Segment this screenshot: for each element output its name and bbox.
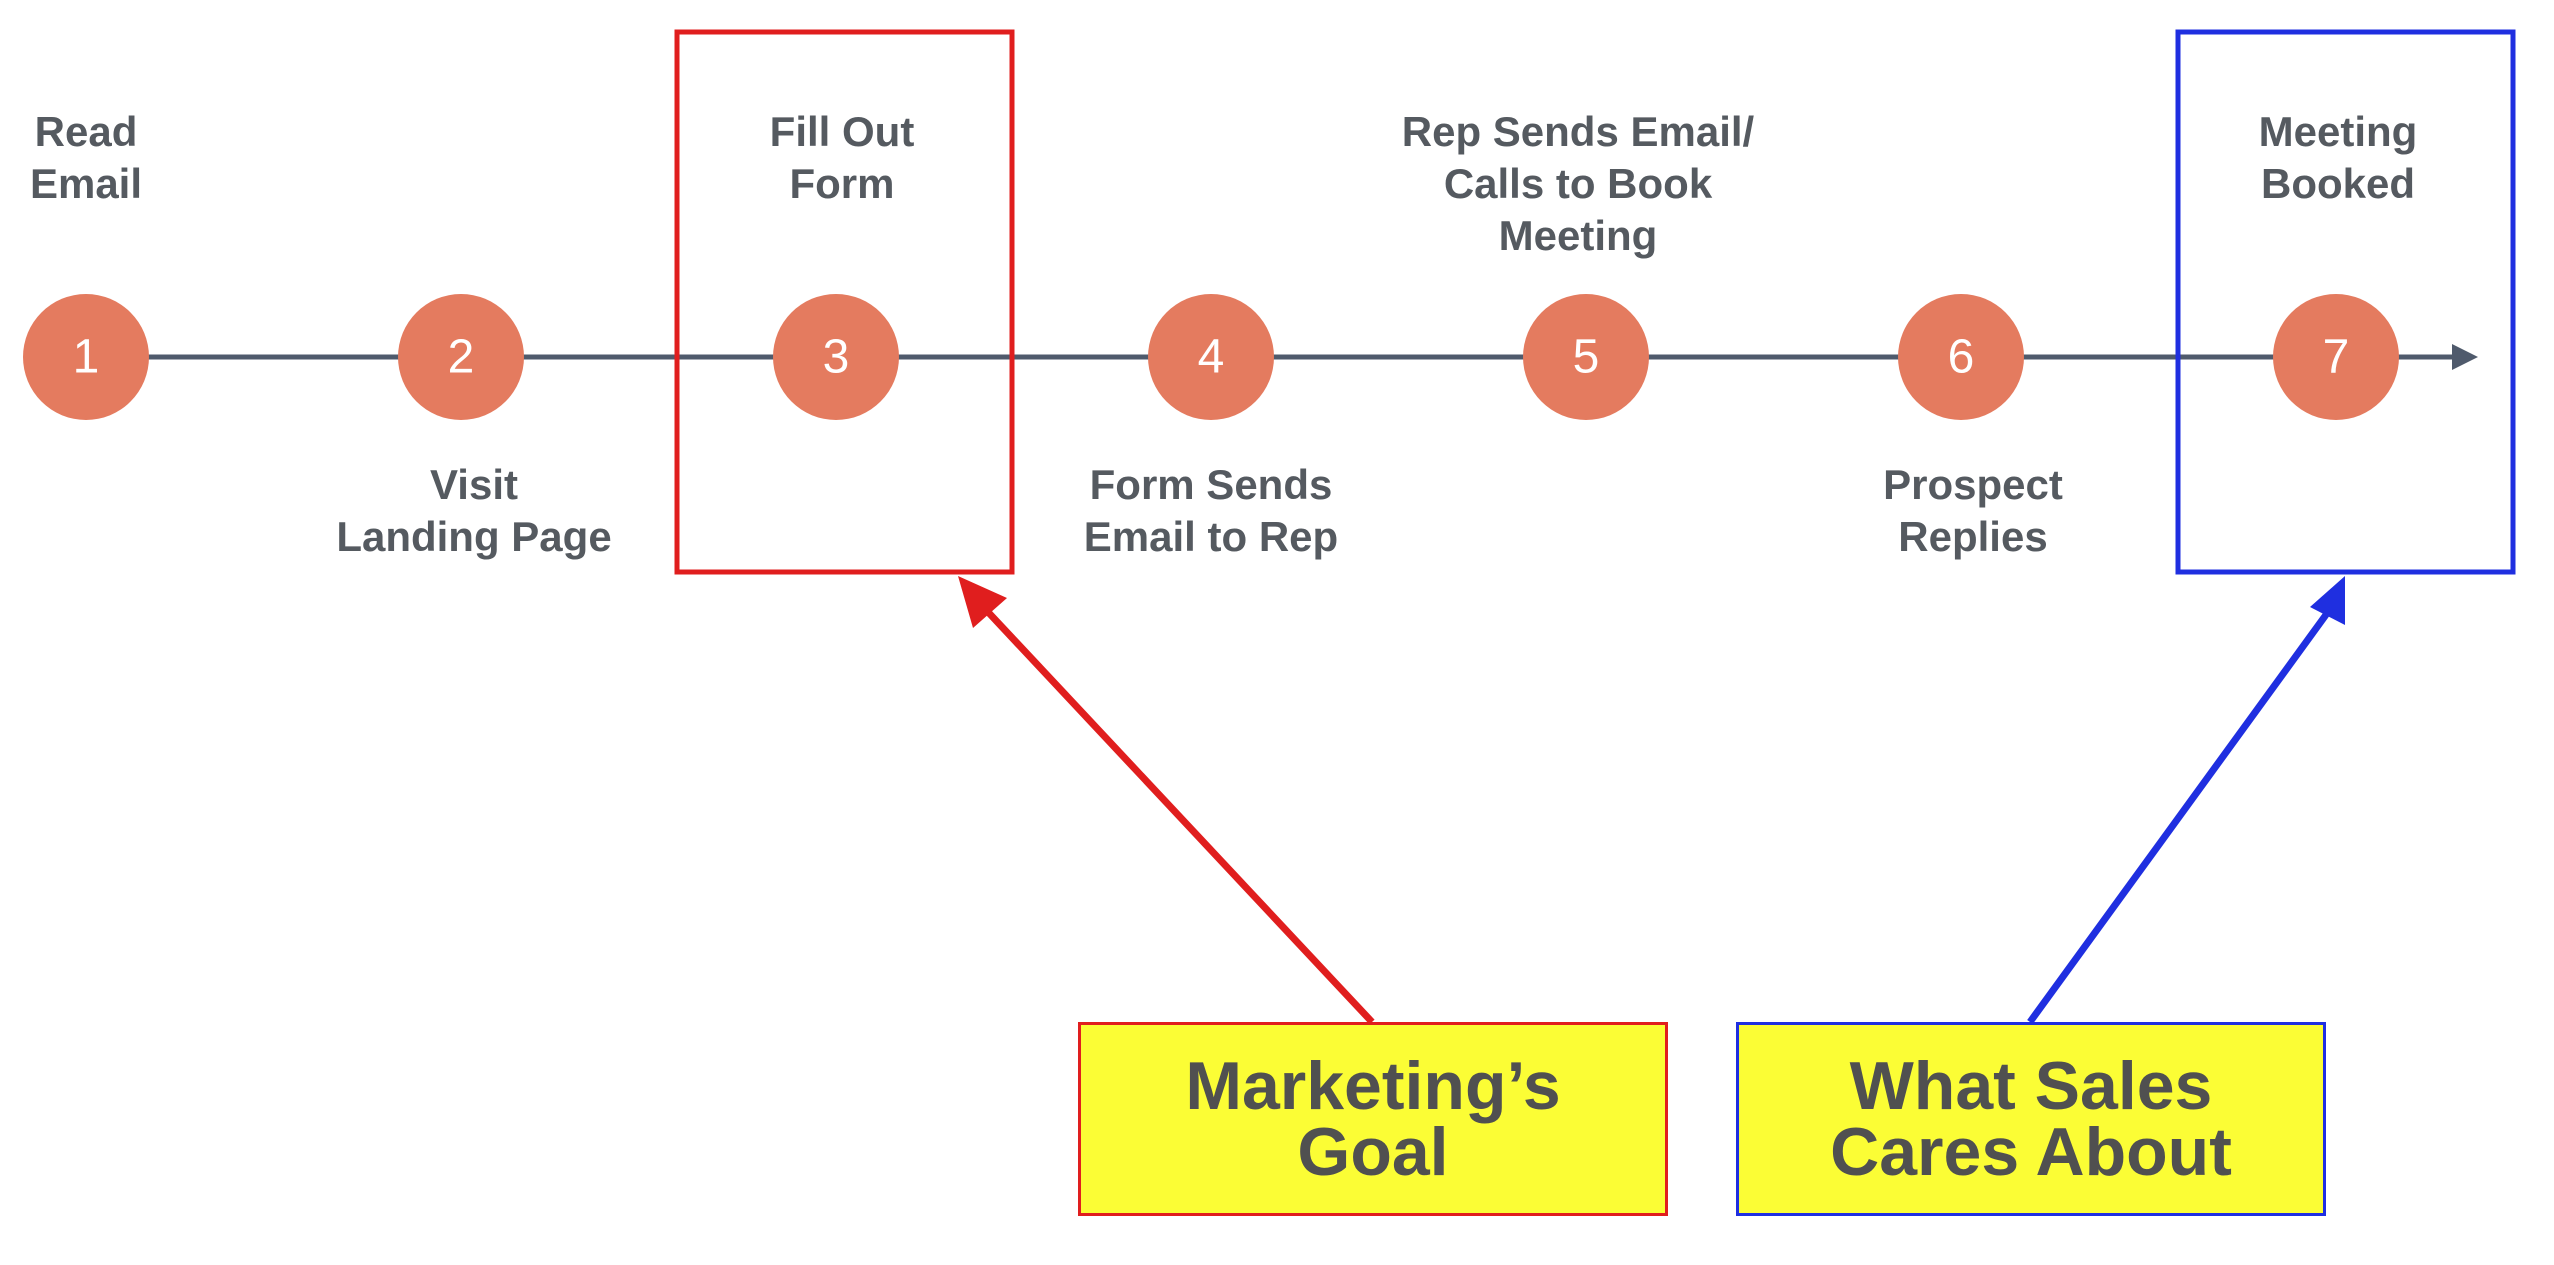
step-node-6: 6 <box>1898 294 2024 420</box>
step-node-5: 5 <box>1523 294 1649 420</box>
sales-cares-callout: What Sales Cares About <box>1736 1022 2326 1216</box>
timeline-arrowhead <box>2452 344 2478 370</box>
step-node-4: 4 <box>1148 294 1274 420</box>
marketing-arrowhead <box>958 576 1007 628</box>
step-label-3: Fill Out Form <box>769 108 915 207</box>
sales-highlight-box <box>2175 29 2516 575</box>
step-number: 4 <box>1198 331 1225 384</box>
step-number: 7 <box>2323 331 2350 384</box>
step-label-1: Read Email <box>29 108 143 207</box>
marketing-highlight-box <box>674 29 1015 575</box>
marketing-pointer-arrow <box>985 609 1375 1025</box>
marketing-goal-callout: Marketing’s Goal <box>1078 1022 1668 1216</box>
step-node-7: 7 <box>2273 294 2399 420</box>
step-node-2: 2 <box>398 294 524 420</box>
step-number: 2 <box>448 331 475 384</box>
step-number: 1 <box>73 331 100 384</box>
step-number: 3 <box>823 331 850 384</box>
sales-arrowhead <box>2310 576 2345 625</box>
step-label-6: Prospect Replies <box>1883 461 2063 560</box>
step-node-3: 3 <box>773 294 899 420</box>
step-number: 5 <box>1573 331 1600 384</box>
step-label-4: Form Sends Email to Rep <box>1083 461 1339 560</box>
step-label-7: Meeting Booked <box>2258 108 2418 207</box>
step-label-5: Rep Sends Email/ Calls to Book Meeting <box>1401 108 1755 259</box>
step-number: 6 <box>1948 331 1975 384</box>
step-node-1: 1 <box>23 294 149 420</box>
step-label-2: Visit Landing Page <box>336 461 612 560</box>
sales-pointer-arrow <box>2027 609 2331 1025</box>
